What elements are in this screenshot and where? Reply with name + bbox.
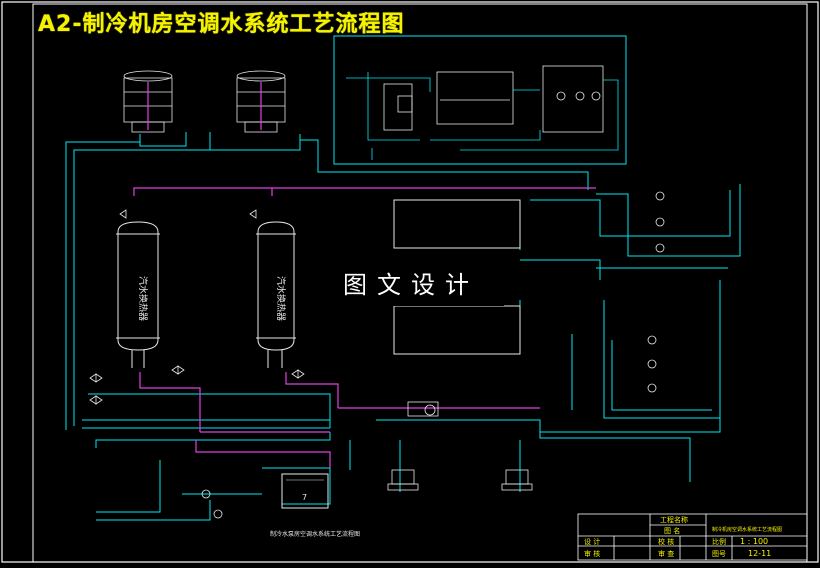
water-treatment-equipment [383,65,604,133]
inner-frame [32,3,808,563]
cooling-tower-risers [147,82,262,130]
title-block-scale-value: 1 : 100 [740,537,768,546]
title-block [577,513,808,561]
title-block-project-label: 工程名称 [660,515,688,524]
title-block-number-label: 图号 [712,550,726,558]
title-block-draw-label: 校 核 [658,537,674,546]
diagram-caption: 制冷水泵房空调水系统工艺流程图 [270,530,360,538]
chiller-upper [393,199,521,249]
heat-exchanger-right-label: 汽水换热器 [275,276,287,321]
title-block-check-label: 审 核 [584,549,600,558]
circulation-pumps-bottom [387,401,533,491]
hot-water-pipes [133,187,596,468]
pump-group-right [201,191,665,519]
chiller-lower [393,305,521,355]
title-block-review-label: 审 查 [658,549,674,558]
water-tank [281,473,329,509]
title-block-drawing-name: 制冷机房空调水系统工艺流程图 [712,526,782,533]
watermark-label: 图文设计 [318,258,504,306]
title-block-drawing-label: 图 名 [664,526,680,535]
valve-marks [89,209,305,405]
title-block-scale-label: 比例 [712,537,726,546]
heat-exchanger-left-label: 汽水换热器 [137,276,149,321]
heat-exchanger-right [256,221,296,368]
water-treatment-box [333,35,627,165]
water-tank-number: 7 [302,493,307,502]
drawing-title: A2-制冷机房空调水系统工艺流程图 [38,12,405,37]
title-block-design-label: 设 计 [584,537,600,546]
heat-exchanger-left [116,221,160,368]
water-treatment-pipes [346,72,619,160]
cooling-water-pipes [65,132,741,521]
title-block-number-value: 12-11 [748,549,771,558]
